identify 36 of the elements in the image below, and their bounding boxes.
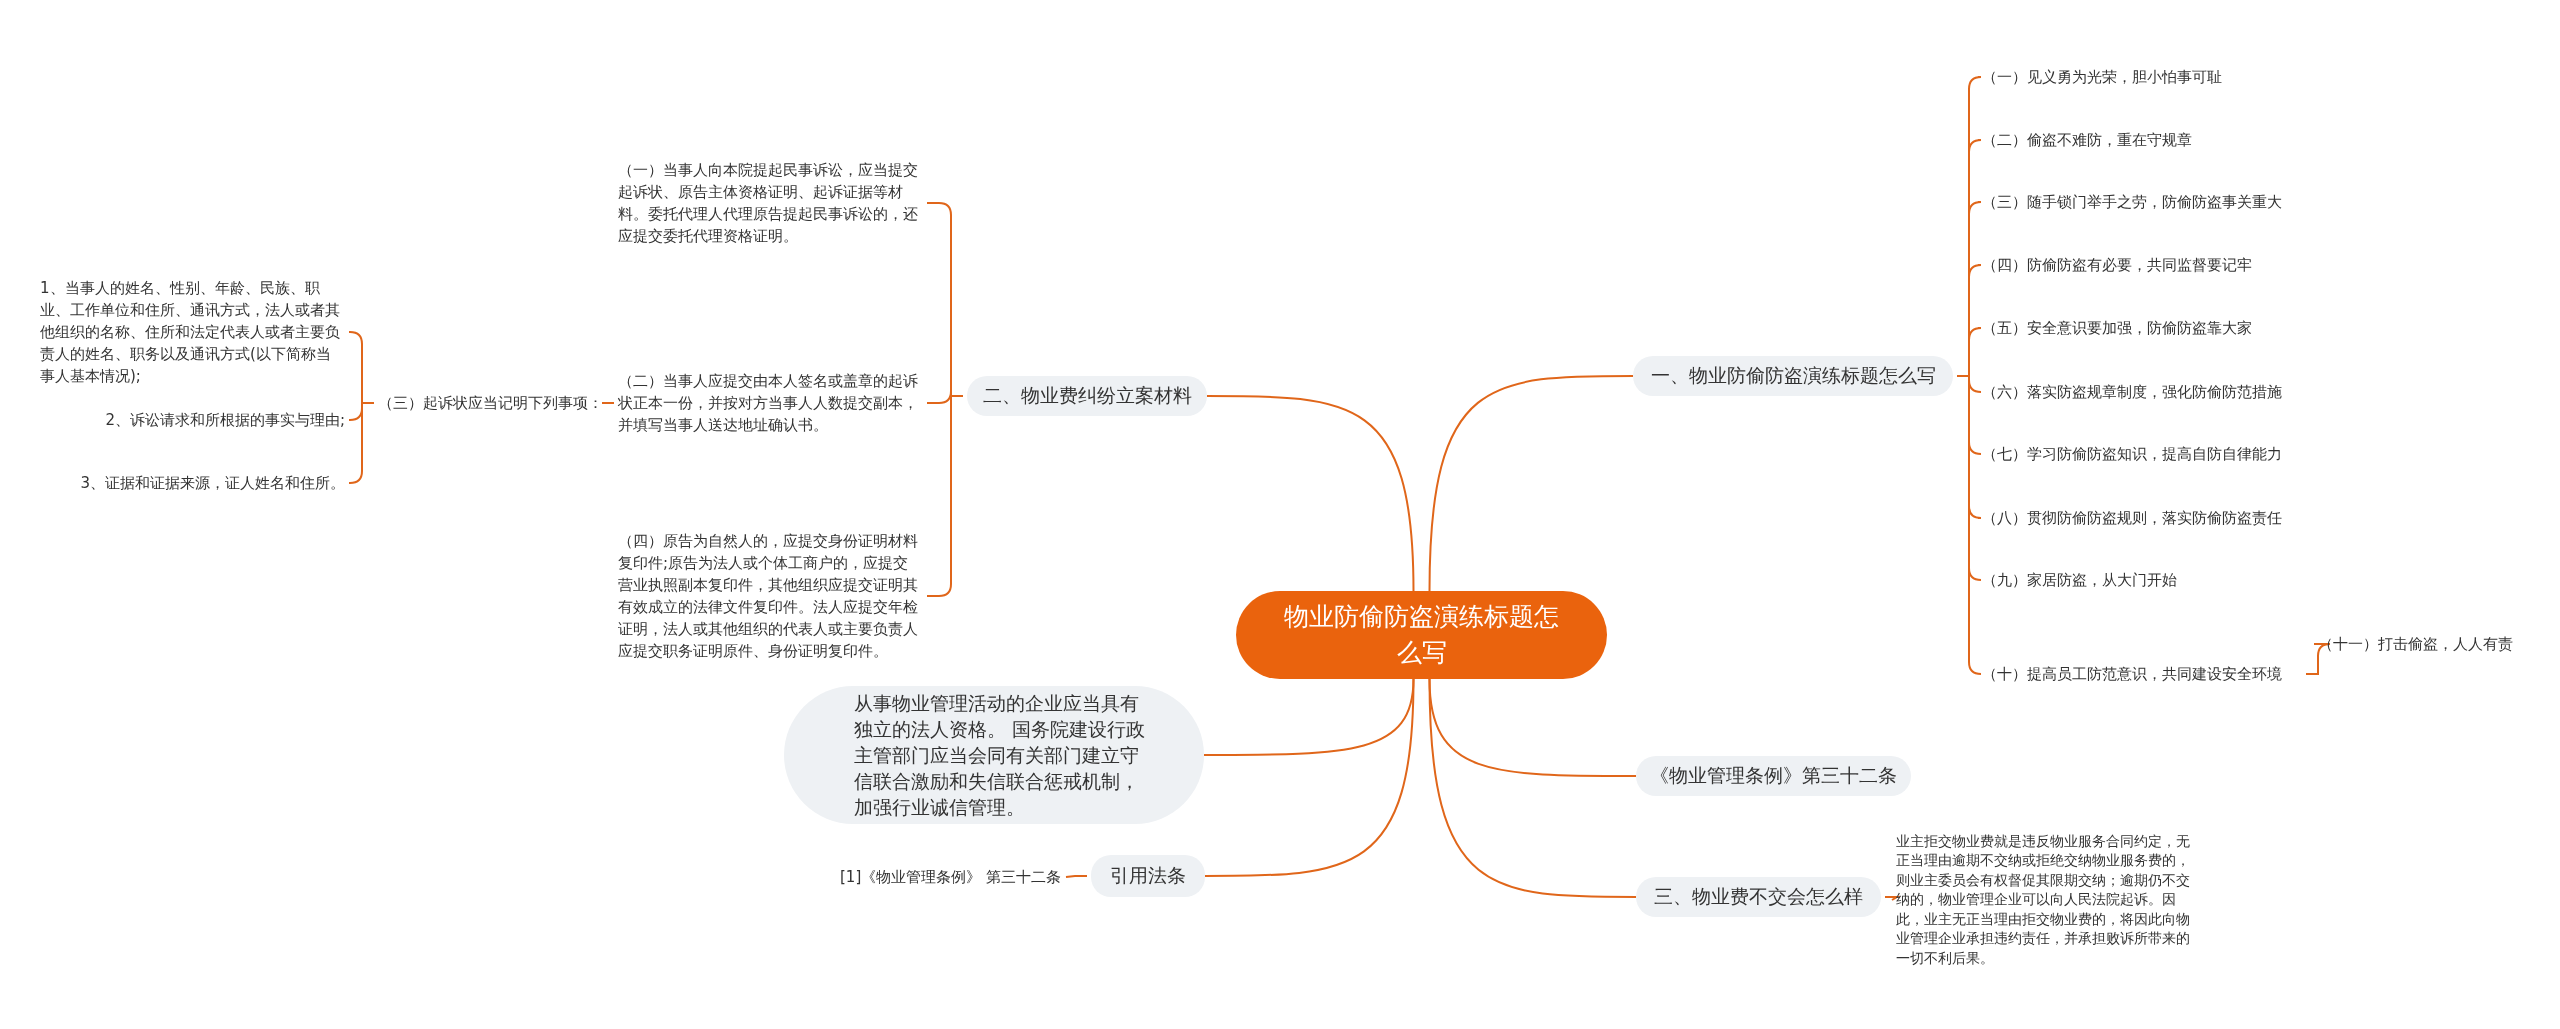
subtopic-text: （十一）打击偷盗，人人有责	[2318, 629, 2548, 659]
subtopic-text: （五）安全意识要加强，防偷防盗靠大家	[1982, 313, 2362, 343]
subtopic-text: （八）贯彻防偷防盗规则，落实防偷防盗责任	[1982, 503, 2362, 533]
subtopic-text: （四）原告为自然人的，应提交身份证明材料复印件;原告为法人或个体工商户的，应提交营业执照副本复印件，其他组织应提交证明其有效成立的法律文件复印件。法人应提交年检证明，法人或其他组织的代表人或主要负责人应提交职务证明原件、身份证明复印件。	[618, 528, 923, 664]
subtopic-text: （七）学习防偷防盗知识，提高自防自律能力	[1982, 439, 2362, 469]
subtopic-text: [1]《物业管理条例》 第三十二条	[840, 862, 1062, 892]
topic-box: 二、物业费纠纷立案材料	[967, 376, 1207, 416]
subtopic-text: 3、证据和证据来源，证人姓名和住所。	[40, 468, 345, 498]
subtopic-text: （一）见义勇为光荣，胆小怕事可耻	[1982, 62, 2362, 92]
subtopic-text: 2、诉讼请求和所根据的事实与理由;	[40, 405, 345, 435]
subtopic-text: （二）当事人应提交由本人签名或盖章的起诉状正本一份，并按对方当事人人数提交副本，并填写当事人送达地址确认书。	[618, 368, 923, 438]
subtopic-text: （二）偷盗不难防，重在守规章	[1982, 125, 2362, 155]
subtopic-text: （四）防偷防盗有必要，共同监督要记牢	[1982, 250, 2362, 280]
subtopic-text: 1、当事人的姓名、性别、年龄、民族、职业、工作单位和住所、通讯方式，法人或者其他组织的名称、住所和法定代表人或者主要负责人的姓名、职务以及通讯方式(以下简称当事人基本情况);	[40, 276, 345, 388]
topic-box: 引用法条	[1091, 855, 1205, 897]
central-topic: 物业防偷防盗演练标题怎么写	[1236, 591, 1607, 679]
topic-box: 一、物业防偷防盗演练标题怎么写	[1633, 356, 1953, 396]
connector	[1956, 375, 1982, 675]
subtopic-text: （十）提高员工防范意识，共同建设安全环境	[1982, 659, 2302, 689]
connector	[1428, 678, 1637, 898]
subtopic-text: （三）起诉状应当记明下列事项：	[378, 388, 610, 418]
note-bubble: 从事物业管理活动的企业应当具有独立的法人资格。 国务院建设行政主管部门应当会同有关部门建立守信联合激励和失信联合惩戒机制，加强行业诚信管理。	[784, 686, 1204, 824]
topic-box: 三、物业费不交会怎么样	[1636, 877, 1881, 917]
connector	[348, 402, 375, 484]
connector	[2305, 643, 2331, 675]
subtopic-text: （三）随手锁门举手之劳，防偷防盗事关重大	[1982, 187, 2362, 217]
connector	[601, 402, 615, 404]
note-text: 业主拒交物业费就是违反物业服务合同约定，无正当理由逾期不交纳或拒绝交纳物业服务费的，则业主委员会有权督促其限期交纳；逾期仍不交纳的，物业管理企业可以向人民法院起诉。因此，业主无正当理由拒交物业费的，将因此向物业管理企业承担违约责任，并承担败诉所带来的一切不利后果。	[1896, 830, 2196, 970]
connector	[1204, 678, 1415, 877]
topic-box: 《物业管理条例》第三十二条	[1636, 756, 1911, 796]
connector	[1206, 395, 1415, 592]
connector	[1065, 875, 1088, 878]
subtopic-text: （六）落实防盗规章制度，强化防偷防范措施	[1982, 377, 2362, 407]
connector	[1428, 375, 1634, 592]
subtopic-text: （九）家居防盗，从大门开始	[1982, 565, 2362, 595]
subtopic-text: （一）当事人向本院提起民事诉讼，应当提交起诉状、原告主体资格证明、起诉证据等材料。委托代理人代理原告提起民事诉讼的，还应提交委托代理资格证明。	[618, 158, 923, 248]
